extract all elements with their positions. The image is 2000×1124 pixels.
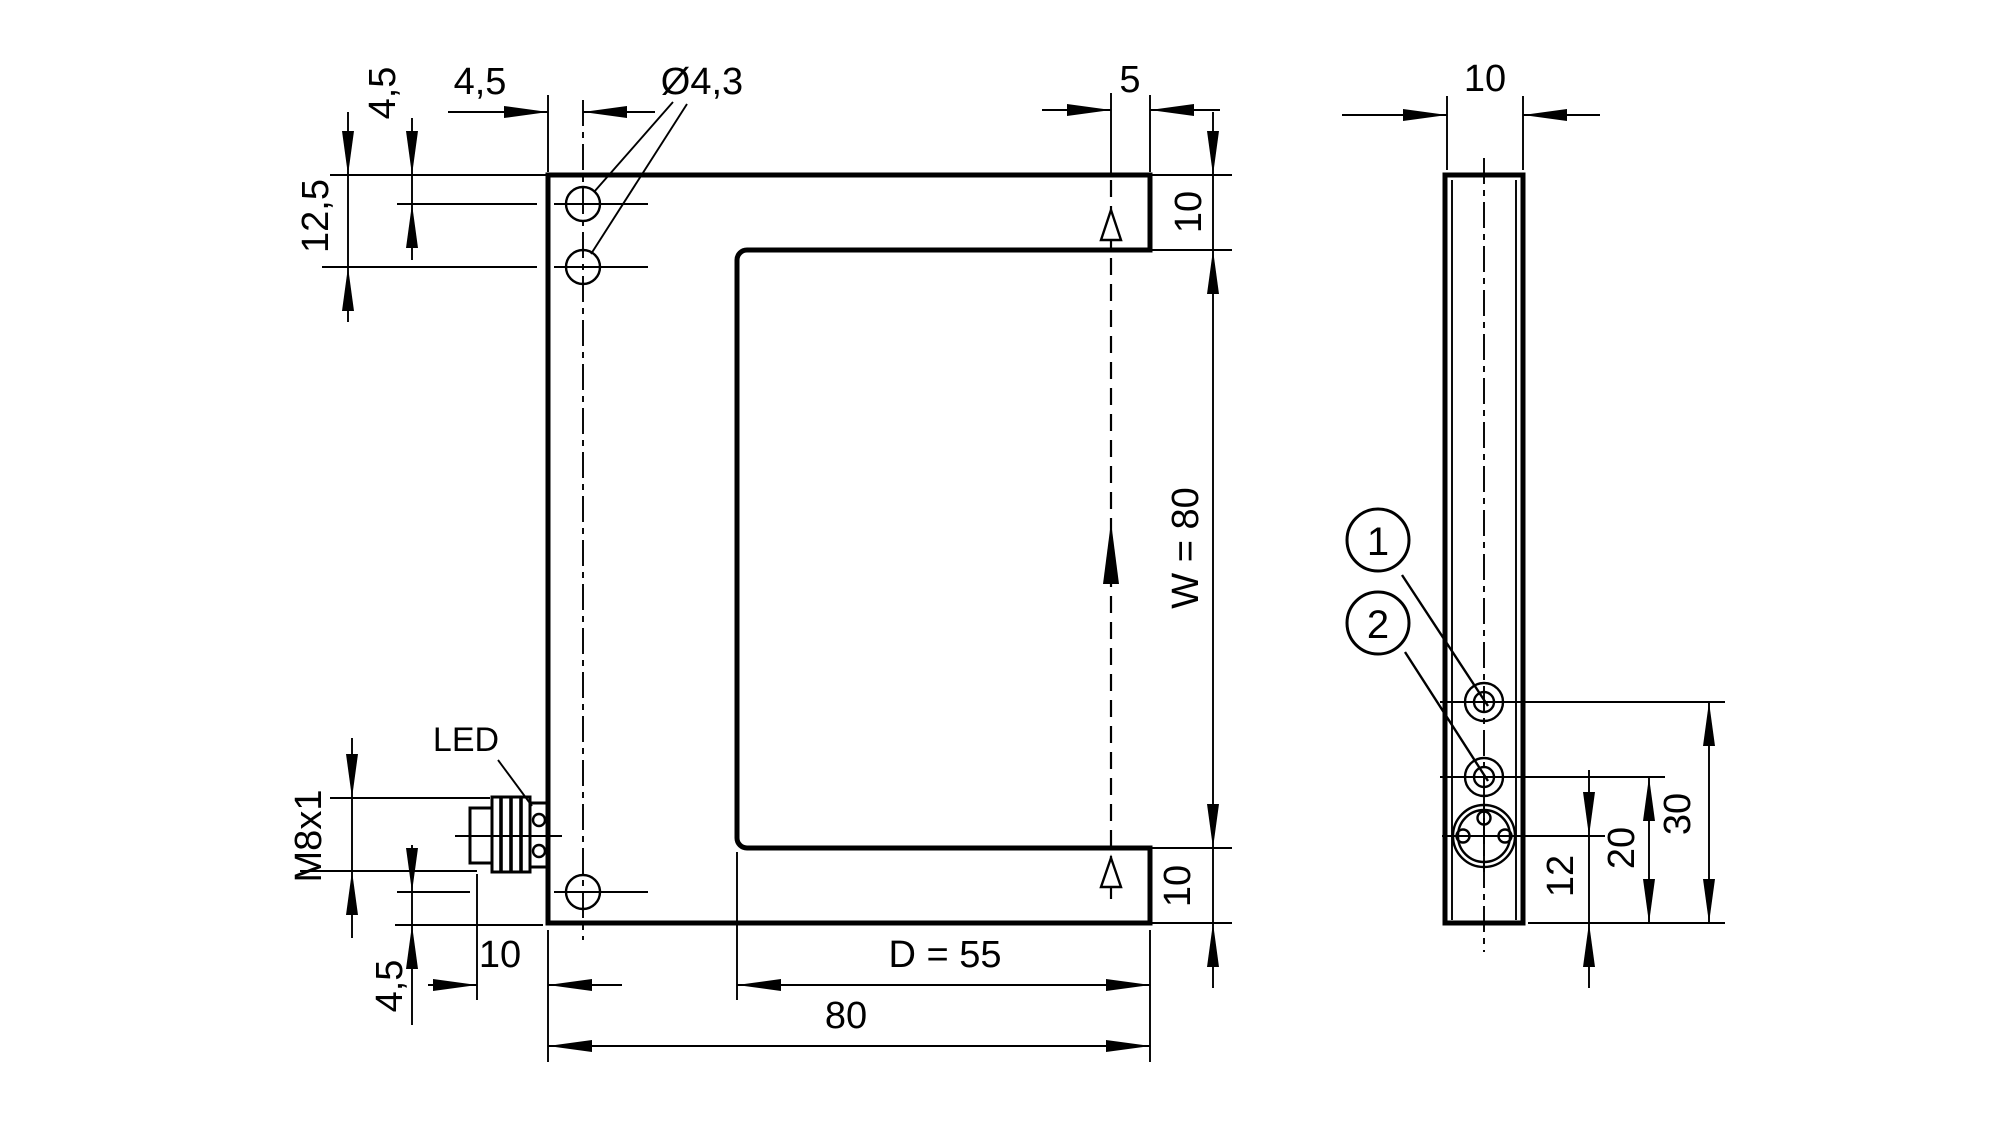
balloon-2: 2 — [1345, 590, 1490, 782]
front-arrowheads — [342, 104, 1219, 1052]
optical-axis-marker-top — [1099, 206, 1123, 242]
dim-fork-width: W = 80 — [1165, 487, 1207, 608]
dim-connector-center-height: 12 — [1540, 855, 1582, 897]
balloon-1-number: 1 — [1367, 520, 1389, 564]
hole-diameter-label: Ø4,3 — [661, 61, 743, 103]
front-body-outline — [545, 172, 1153, 926]
led-leader-line — [497, 759, 533, 807]
front-view: LED — [288, 59, 1232, 1062]
dim-overall-width: 80 — [825, 995, 867, 1037]
beam-direction-arrow — [1103, 522, 1119, 584]
m8-connector-front — [455, 795, 562, 874]
side-arrowheads — [1403, 109, 1715, 967]
side-extension-lines — [1440, 96, 1725, 924]
dim-housing-thickness: 10 — [1464, 58, 1506, 100]
connector-led-window-bottom — [531, 843, 547, 859]
balloon-1: 1 — [1345, 507, 1490, 707]
dim-led1-center-height: 30 — [1657, 793, 1699, 835]
connector-thread-label: M8x1 — [288, 790, 330, 883]
dim-top-arm-thickness: 10 — [1168, 191, 1210, 233]
hole-dia-leader-1 — [593, 101, 674, 193]
balloon-2-number: 2 — [1367, 603, 1389, 647]
dim-hole1-offset-top: 4,5 — [362, 67, 404, 120]
dim-beam-to-edge: 5 — [1119, 59, 1140, 101]
optical-axis-marker-bottom — [1099, 854, 1123, 889]
connector-collar — [528, 801, 550, 869]
front-extension-lines — [300, 95, 1232, 1062]
dim-connector-offset: 10 — [479, 934, 521, 976]
dim-hole-offset-left: 4,5 — [454, 61, 507, 103]
connector-led-window-top — [531, 812, 547, 828]
dim-fork-depth: D = 55 — [888, 934, 1001, 976]
side-view: 1 2 — [1342, 58, 1725, 988]
dim-led2-center-height: 20 — [1601, 827, 1643, 869]
balloon-1-leader — [1400, 574, 1490, 707]
hole-dia-leader-2 — [590, 103, 688, 255]
dim-bottom-arm-thickness: 10 — [1157, 865, 1199, 907]
dim-hole3-offset-bottom: 4,5 — [369, 960, 411, 1013]
led-label: LED — [433, 721, 499, 759]
dim-hole2-offset-top: 12,5 — [295, 179, 337, 253]
balloon-2-leader — [1403, 651, 1490, 782]
